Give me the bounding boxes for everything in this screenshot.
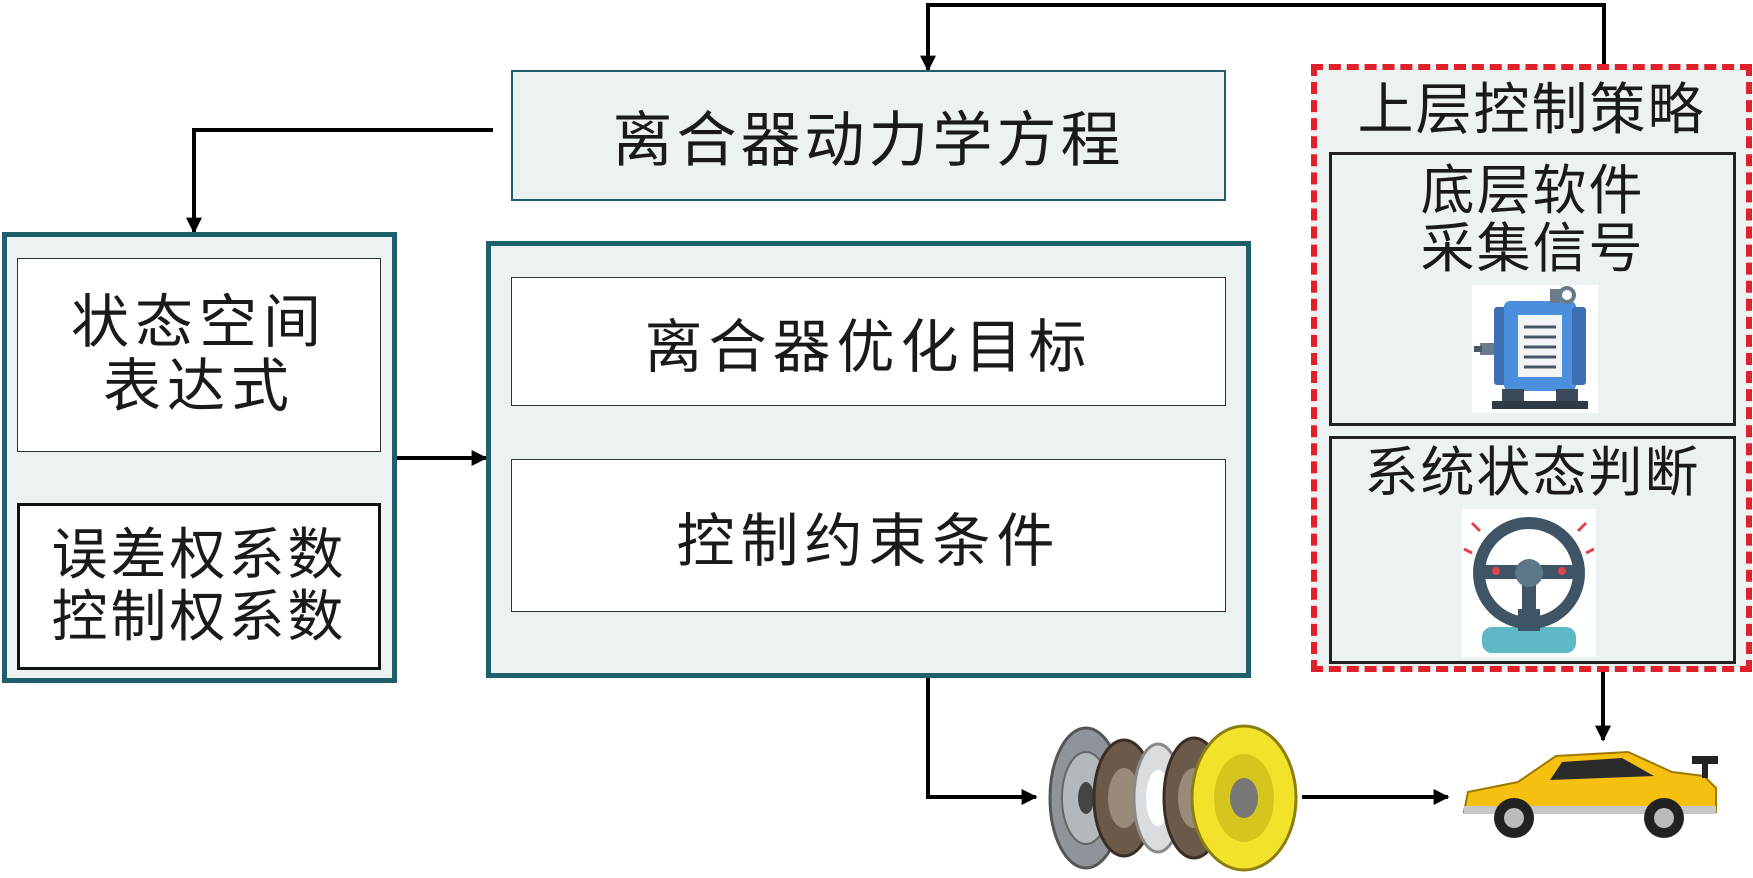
control-constraints-label: 控制约束条件	[676, 506, 1061, 575]
state-space-line1: 状态空间	[70, 288, 327, 357]
weight-coefficients-box: 误差权系数 控制权系数	[17, 503, 381, 670]
arrow-center-to-clutch	[926, 678, 1038, 805]
state-space-line2: 表达式	[102, 352, 295, 420]
control-constraints-box: 控制约束条件	[511, 459, 1226, 612]
clutch-assembly-icon	[1046, 722, 1302, 874]
error-weight-label: 误差权系数	[51, 522, 347, 588]
bottom-software-box: 底层软件 采集信号	[1329, 152, 1736, 426]
arrow-dynamics-to-state	[186, 128, 493, 234]
feedback-arrow-to-dynamics	[920, 3, 1606, 72]
left-panel: 状态空间 表达式 误差权系数 控制权系数	[2, 232, 397, 683]
control-weight-label: 控制权系数	[51, 584, 347, 650]
sports-car-icon	[1458, 742, 1722, 844]
upper-control-strategy-title: 上层控制策略	[1357, 78, 1706, 143]
dynamics-equation-label: 离合器动力学方程	[612, 106, 1125, 176]
motor-icon	[1472, 285, 1598, 413]
system-state-box: 系统状态判断	[1329, 436, 1736, 664]
optimization-objective-box: 离合器优化目标	[511, 277, 1226, 406]
state-space-box: 状态空间 表达式	[17, 258, 381, 452]
software-line2: 采集信号	[1420, 217, 1645, 280]
software-line1: 底层软件	[1420, 159, 1645, 222]
dynamics-equation-box: 离合器动力学方程	[511, 70, 1226, 201]
system-state-label: 系统状态判断	[1364, 441, 1701, 504]
center-panel: 离合器优化目标 控制约束条件	[486, 241, 1251, 678]
optimization-objective-label: 离合器优化目标	[644, 312, 1093, 381]
upper-control-strategy-panel: 上层控制策略 底层软件 采集信号	[1311, 64, 1752, 672]
steering-wheel-icon	[1462, 509, 1596, 657]
